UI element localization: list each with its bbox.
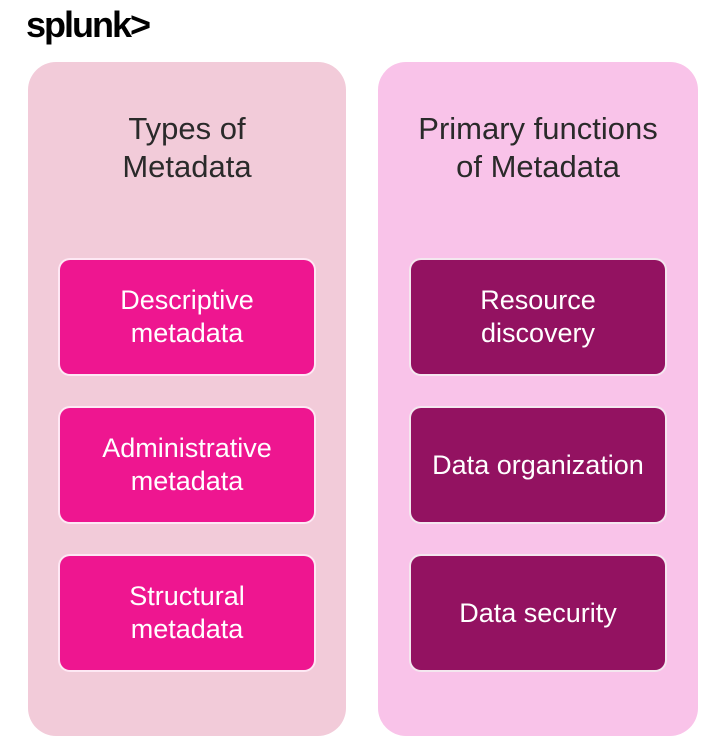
panel-title-types-of-metadata: Types of Metadata [122, 111, 252, 184]
box-data-security: Data security [409, 554, 667, 672]
box-descriptive-metadata: Descriptive metadata [58, 258, 316, 376]
box-resource-discovery: Resource discovery [409, 258, 667, 376]
functions-box-stack: Resource discovery Data organization Dat… [378, 258, 698, 672]
box-structural-metadata: Structural metadata [58, 554, 316, 672]
panel-title-primary-functions: Primary functions of Metadata [418, 111, 658, 184]
panels-container: Types of Metadata Descriptive metadata A… [28, 62, 698, 736]
splunk-logo: splunk> [26, 4, 151, 45]
panel-types-of-metadata: Types of Metadata Descriptive metadata A… [28, 62, 346, 736]
box-administrative-metadata: Administrative metadata [58, 406, 316, 524]
types-box-stack: Descriptive metadata Administrative meta… [28, 258, 346, 672]
panel-primary-functions: Primary functions of Metadata Resource d… [378, 62, 698, 736]
box-data-organization: Data organization [409, 406, 667, 524]
